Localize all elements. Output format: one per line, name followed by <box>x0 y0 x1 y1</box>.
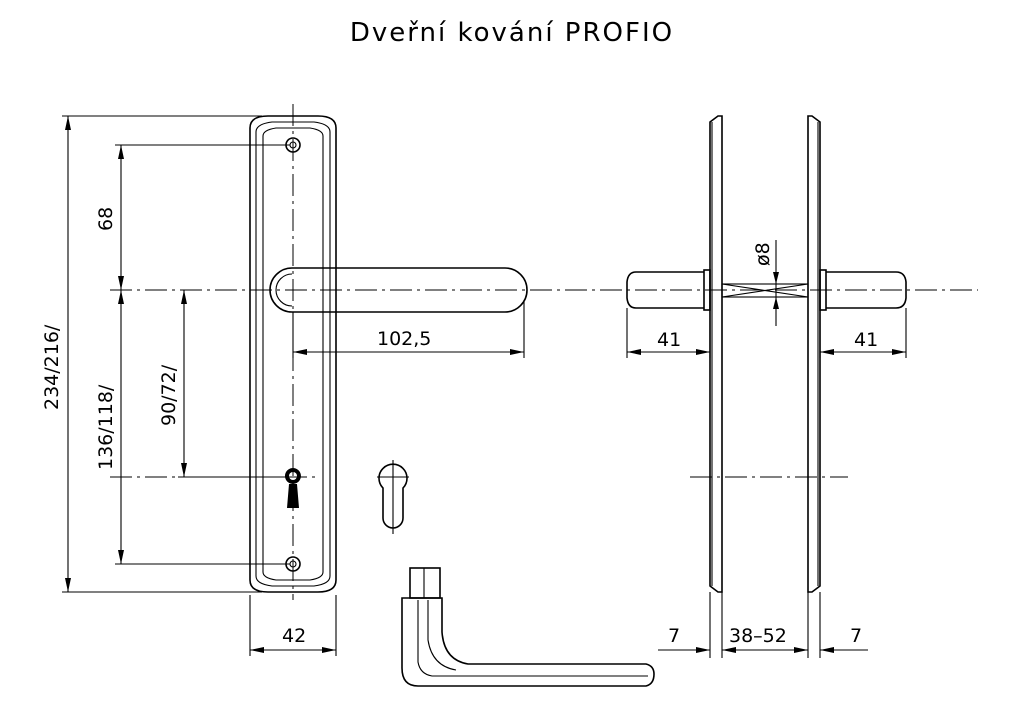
side-handle-right <box>826 271 907 309</box>
dim-plate-thickness-left: 7 <box>668 625 680 647</box>
side-plate-left <box>709 115 723 593</box>
dim-keyhole: 90/72/ <box>158 364 180 426</box>
dim-projection-right: 41 <box>854 329 878 351</box>
dim-plate-width: 42 <box>282 625 306 647</box>
dim-68: 68 <box>95 207 117 231</box>
handle-profile-view <box>401 567 655 687</box>
dim-screw-spacing: 136/118/ <box>95 384 117 470</box>
plate-keyhole <box>284 468 301 508</box>
dim-door-thickness: 38–52 <box>729 625 787 647</box>
dim-spindle: ø8 <box>752 242 774 266</box>
dim-handle-length: 102,5 <box>377 328 431 350</box>
drawing-title: Dveřní kování PROFIO <box>349 18 675 48</box>
side-handle-left <box>626 271 704 309</box>
dim-plate-thickness-right: 7 <box>850 625 862 647</box>
cylinder-hole-outline <box>377 460 409 534</box>
dim-overall-height: 234/216/ <box>41 324 63 410</box>
front-plate <box>249 115 337 593</box>
dim-projection-left: 41 <box>657 329 681 351</box>
spindle <box>721 283 809 298</box>
front-handle <box>269 267 528 313</box>
side-plate-right <box>807 115 821 593</box>
